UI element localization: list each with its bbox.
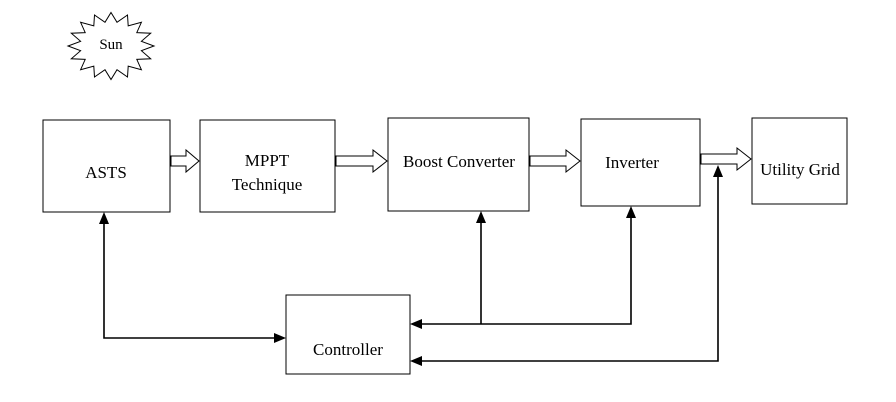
- asts-up-arrowhead: [99, 212, 109, 224]
- asts-label: ASTS: [85, 163, 127, 182]
- asts-controller-link: [99, 212, 286, 343]
- sun: Sun: [66, 11, 156, 81]
- mppt-block: MPPT Technique: [199, 119, 336, 213]
- mppt-to-boost-arrow: [335, 148, 388, 174]
- boost-to-inverter-arrow: [529, 148, 581, 174]
- controller-grid-link: [410, 165, 723, 366]
- boost-up-arrowhead: [476, 211, 486, 223]
- controller-block: Controller: [285, 294, 411, 375]
- sun-icon: [66, 11, 156, 81]
- mppt-label-line2: Technique: [232, 175, 303, 194]
- inverter-to-grid-arrow: [700, 146, 752, 172]
- boost-converter-label: Boost Converter: [403, 152, 515, 171]
- inverter-label: Inverter: [605, 153, 659, 172]
- controller-label: Controller: [313, 340, 383, 359]
- controller-right-arrowhead-bottom: [410, 356, 422, 366]
- utility-grid-label: Utility Grid: [760, 160, 840, 179]
- asts-to-mppt-arrow: [170, 148, 200, 174]
- controller-right-arrowhead-top: [410, 319, 422, 329]
- boost-converter-block: Boost Converter: [387, 117, 530, 212]
- inverter-up-arrowhead: [626, 206, 636, 218]
- controller-left-arrowhead: [274, 333, 286, 343]
- grid-up-arrowhead: [713, 165, 723, 177]
- mppt-label-line1: MPPT: [245, 151, 290, 170]
- inverter-block: Inverter: [580, 118, 701, 207]
- asts-block: ASTS: [42, 119, 171, 213]
- controller-boost-inverter-link: [410, 206, 636, 329]
- sun-label: Sun: [99, 37, 123, 53]
- utility-grid-block: Utility Grid: [751, 117, 848, 205]
